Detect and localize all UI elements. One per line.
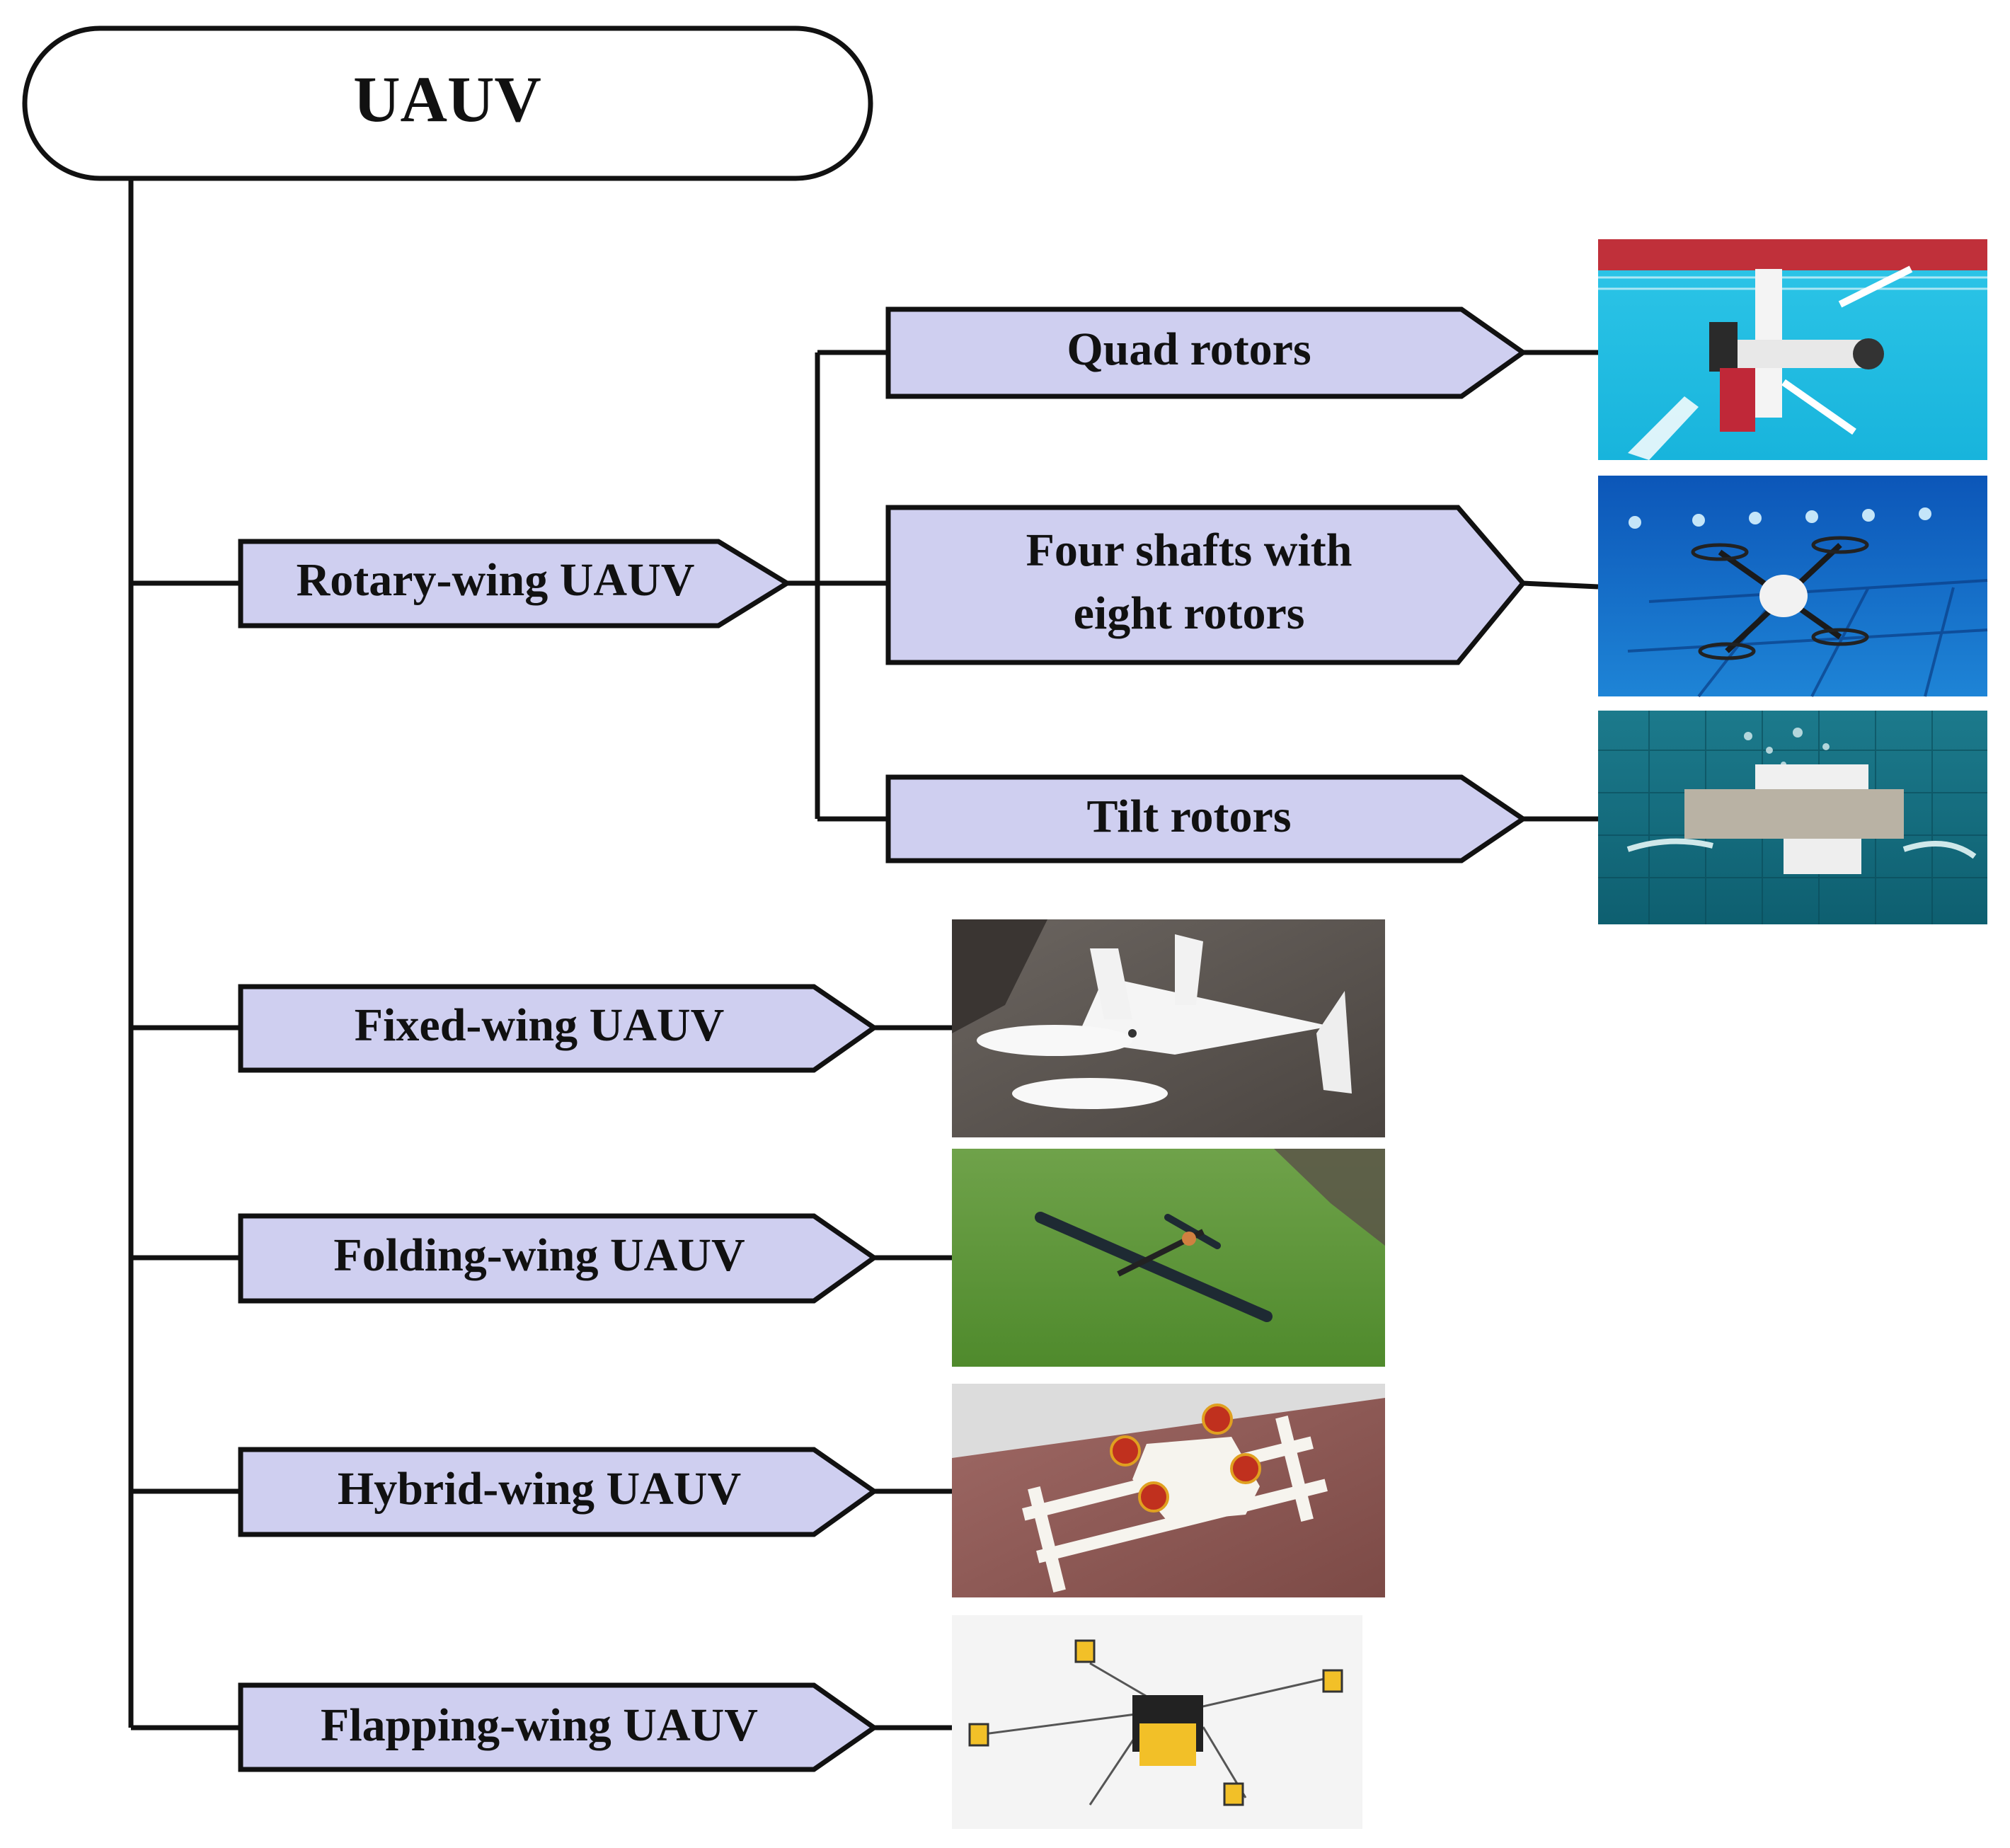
photo-four-shafts-eight-rotors: [1598, 476, 1988, 698]
category-node-folding: Folding-wing UAUV: [238, 1213, 879, 1304]
category-label-fixed: Fixed-wing UAUV: [355, 999, 725, 1051]
rotor-label-tilt: Tilt rotors: [1086, 791, 1291, 842]
category-node-rotary: Rotary-wing UAUV: [238, 539, 792, 629]
photo-fixed-wing: [952, 919, 1385, 1137]
category-label-rotary: Rotary-wing UAUV: [297, 554, 695, 606]
rotor-label-quad: Quad rotors: [1067, 323, 1311, 375]
rotor-node-tilt-shape: [885, 774, 1528, 863]
category-label-folding: Folding-wing UAUV: [333, 1229, 745, 1281]
category-label-hybrid: Hybrid-wing UAUV: [338, 1463, 741, 1515]
photo-link-four-shafts: [1522, 580, 1599, 590]
category-node-fixed-shape: [238, 984, 879, 1073]
category-node-rotary-shape: [238, 539, 792, 629]
rotor-node-four-shafts-shape: [885, 505, 1527, 665]
category-node-hybrid-shape: [238, 1447, 879, 1537]
rotor-node-four-shafts: Four shafts with eight rotors: [885, 505, 1527, 665]
photo-tilt-rotors: [1598, 711, 1987, 924]
photo-quad-rotors: [1598, 239, 1987, 460]
category-node-folding-shape: [238, 1213, 879, 1304]
category-node-flapping: Flapping-wing UAUV: [238, 1682, 879, 1772]
photo-flapping-wing: [952, 1615, 1362, 1829]
category-label-flapping: Flapping-wing UAUV: [321, 1699, 758, 1751]
root-node-label: UAUV: [353, 63, 541, 135]
category-node-flapping-shape: [238, 1682, 879, 1772]
photo-hybrid-wing: [952, 1384, 1385, 1597]
rotor-label-four-shafts-line2: eight rotors: [1074, 587, 1305, 639]
rotor-node-tilt: Tilt rotors: [885, 774, 1528, 863]
photo-folding-wing: [952, 1149, 1385, 1367]
root-node: UAUV: [22, 25, 873, 181]
rotor-node-quad-shape: [885, 306, 1528, 399]
rotor-node-quad: Quad rotors: [885, 306, 1528, 399]
connector-lines: [128, 178, 1599, 1731]
category-node-hybrid: Hybrid-wing UAUV: [238, 1447, 879, 1537]
root-node-box: [22, 25, 873, 181]
category-node-fixed: Fixed-wing UAUV: [238, 984, 879, 1073]
rotor-label-four-shafts-line1: Four shafts with: [1026, 524, 1353, 576]
